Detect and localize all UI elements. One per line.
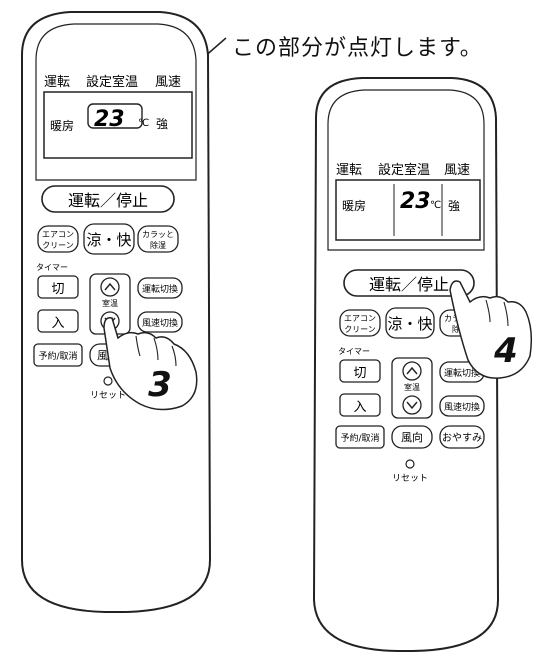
chevron-up-icon <box>104 282 116 291</box>
fan-switch-label: 風速切換 <box>444 401 480 413</box>
air-clean-label-2: クリーン <box>42 241 74 250</box>
fan-switch-button[interactable] <box>439 395 485 417</box>
hand-finger-lines <box>485 299 509 327</box>
mode-switch-button[interactable] <box>137 277 183 299</box>
callout-text: この部分が点灯します。 <box>232 36 483 61</box>
timer-on-label: 入 <box>353 400 366 415</box>
timer-label: タイマー <box>36 263 68 272</box>
run-stop-label: 運転／停止 <box>68 191 148 210</box>
timer-off-button[interactable] <box>339 359 381 383</box>
remote-top-panel <box>327 89 485 251</box>
hand-icon <box>449 280 533 379</box>
run-stop-button[interactable] <box>343 269 475 297</box>
reserve-cancel-button[interactable] <box>33 343 83 367</box>
fan-switch-button[interactable] <box>137 311 183 333</box>
mode-switch-label: 運転切換 <box>444 367 480 379</box>
reset-label: リセット <box>392 473 428 484</box>
lcd-display <box>335 179 481 241</box>
chevron-up-icon <box>406 366 418 375</box>
temp-down-button[interactable] <box>402 395 422 415</box>
timer-off-button[interactable] <box>37 275 79 299</box>
wind-direction-label: 風向 <box>401 430 423 444</box>
air-clean-label-2: クリーン <box>344 325 376 334</box>
timer-off-label: 切 <box>51 282 64 297</box>
cool-comfort-label: 涼・快 <box>387 315 432 333</box>
timer-off-label: 切 <box>353 366 366 381</box>
display-header-fan: 風速 <box>444 163 470 178</box>
reserve-cancel-label: 予約/取消 <box>340 432 379 444</box>
display-header-run: 運転 <box>44 75 70 90</box>
cool-comfort-label: 涼・快 <box>86 231 131 249</box>
reset-hole[interactable] <box>103 376 113 386</box>
step-number-4: 4 <box>493 331 518 371</box>
air-clean-button[interactable] <box>37 225 79 253</box>
lcd-temp-frame <box>87 103 143 129</box>
lcd-unit: ℃ <box>430 200 441 211</box>
lcd-fan-speed: 強 <box>156 117 168 131</box>
dry-label-1: カラッと <box>142 230 174 239</box>
temp-up-button[interactable] <box>100 277 120 297</box>
sleep-button[interactable] <box>439 425 485 449</box>
run-stop-button[interactable] <box>41 185 175 213</box>
lcd-unit: ℃ <box>138 118 149 129</box>
cool-comfort-button[interactable] <box>385 307 435 339</box>
lcd-display <box>43 91 193 159</box>
timer-on-label: 入 <box>51 316 64 331</box>
air-clean-label-1: エアコン <box>42 230 74 239</box>
fan-switch-label: 風速切換 <box>142 317 178 329</box>
temp-up-button[interactable] <box>402 361 422 381</box>
reset-hole[interactable] <box>405 459 415 469</box>
display-header-temp: 設定室温 <box>378 162 430 178</box>
run-stop-label: 運転／停止 <box>369 275 449 294</box>
display-header-temp: 設定室温 <box>86 74 138 90</box>
lcd-mode: 暖房 <box>50 118 74 133</box>
reserve-cancel-button[interactable] <box>335 425 385 449</box>
lcd-mode: 暖房 <box>342 198 366 213</box>
chevron-down-icon <box>406 401 418 410</box>
room-temp-label: 室温 <box>404 382 420 392</box>
display-header-fan: 風速 <box>155 75 181 90</box>
lcd-temperature: 23 <box>400 189 431 214</box>
air-clean-label-1: エアコン <box>344 314 376 323</box>
display-header-run: 運転 <box>336 163 362 178</box>
cool-comfort-button[interactable] <box>83 223 135 255</box>
timer-on-button[interactable] <box>37 309 79 333</box>
air-clean-button[interactable] <box>339 309 381 337</box>
reserve-cancel-label: 予約/取消 <box>38 350 77 362</box>
hand-icon <box>103 316 198 411</box>
room-temp-label: 室温 <box>102 298 118 308</box>
step-number-3: 3 <box>148 365 172 405</box>
wind-direction-button[interactable] <box>391 425 433 449</box>
mode-switch-label: 運転切換 <box>142 283 178 295</box>
dry-label-2: 除湿 <box>150 240 166 250</box>
timer-on-button[interactable] <box>339 393 381 417</box>
timer-label: タイマー <box>338 347 370 356</box>
lcd-fan-speed: 強 <box>448 199 460 213</box>
lcd-temperature: 23 <box>94 107 125 132</box>
dry-button[interactable] <box>137 225 179 253</box>
remote-top-panel <box>35 23 197 181</box>
sleep-label: おやすみ <box>442 432 482 444</box>
remote-left: 運転 設定室温 風速 暖房 23 ℃ 強 運転／停止 エアコン クリーン 涼・快… <box>21 11 212 613</box>
reset-label: リセット <box>90 390 126 401</box>
hand-finger-lines <box>135 335 177 367</box>
room-temp-panel <box>391 357 433 419</box>
remote-right: 運転 設定室温 風速 暖房 23 ℃ 強 運転／停止 エアコン クリーン 涼・快… <box>312 77 533 652</box>
